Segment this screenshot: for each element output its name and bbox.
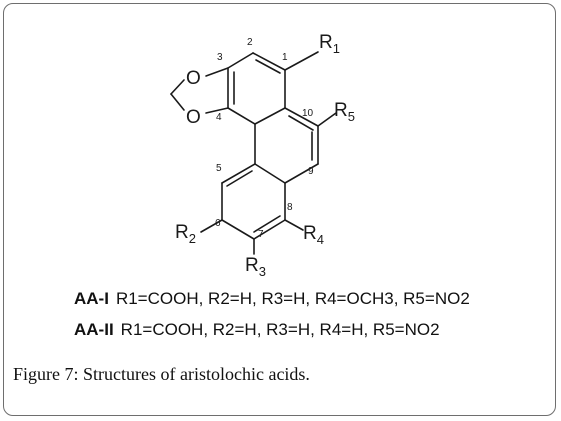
position-number-8: 8 — [287, 202, 293, 213]
figure-caption: Figure 7: Structures of aristolochic aci… — [13, 364, 310, 385]
position-number-9: 9 — [308, 166, 314, 177]
compound-formula: R1=COOH, R2=H, R3=H, R4=H, R5=NO2 — [120, 320, 440, 339]
position-number-6: 6 — [215, 218, 221, 229]
compound-formula: R1=COOH, R2=H, R3=H, R4=OCH3, R5=NO2 — [115, 289, 470, 308]
ring-a-bonds — [227, 52, 286, 125]
position-number-4: 4 — [216, 112, 222, 123]
ring-b-bonds — [254, 107, 319, 184]
compound-name: AA-I — [74, 289, 109, 308]
r3-label: R3 — [245, 255, 266, 279]
compound-line-aa-i: AA-I R1=COOH, R2=H, R3=H, R4=OCH3, R5=NO2 — [74, 289, 470, 309]
substituent-bonds — [200, 51, 337, 255]
aristolochic-acid-structure: O O R1 R5 R4 R2 R3 1 2 3 4 5 6 7 8 9 10 — [170, 32, 355, 279]
r5-label: R5 — [334, 100, 355, 124]
position-number-5: 5 — [216, 163, 222, 174]
position-number-7: 7 — [258, 229, 264, 240]
r1-label: R1 — [319, 32, 340, 56]
position-number-2: 2 — [247, 37, 253, 48]
r4-label: R4 — [303, 223, 324, 247]
position-number-1: 1 — [282, 52, 288, 63]
compound-name: AA-II — [74, 320, 114, 339]
compound-line-aa-ii: AA-II R1=COOH, R2=H, R3=H, R4=H, R5=NO2 — [74, 320, 440, 340]
ring-c-bonds — [221, 163, 286, 240]
dioxole-bonds — [170, 67, 229, 114]
oxygen-atom-bottom: O — [186, 107, 201, 128]
oxygen-atom-top: O — [186, 68, 201, 89]
position-number-3: 3 — [217, 52, 223, 63]
position-number-10: 10 — [302, 108, 314, 119]
r2-label: R2 — [175, 222, 196, 246]
caption-text: : Structures of aristolochic acids. — [73, 364, 310, 384]
caption-label: Figure 7 — [13, 364, 74, 384]
